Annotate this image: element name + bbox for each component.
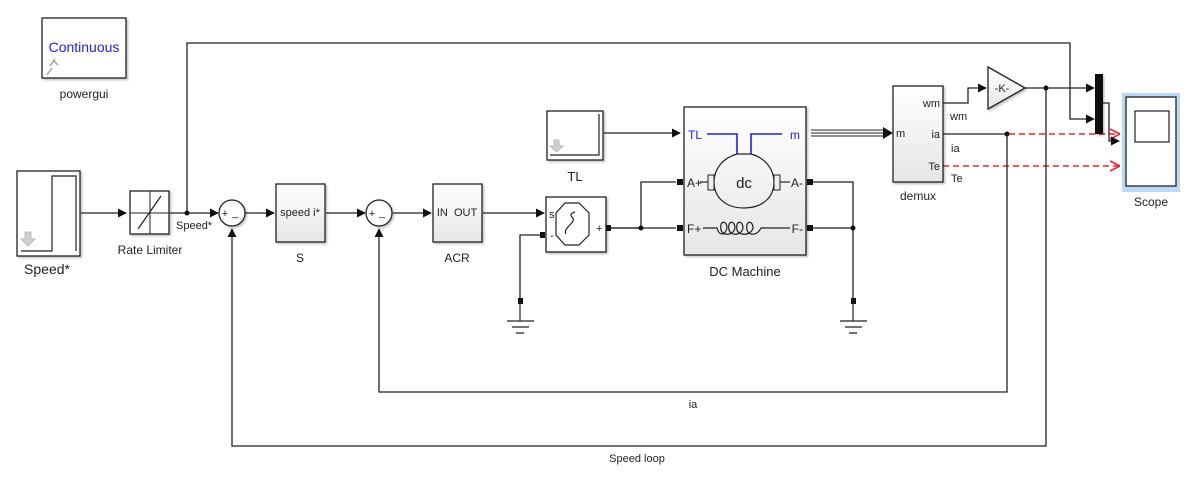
sum2-minus: _ [378, 207, 386, 219]
speed-controller-label: S [296, 251, 304, 265]
controlled-voltage-source-block[interactable]: s - + [540, 196, 611, 253]
step-icon [550, 114, 600, 156]
powergui-block[interactable]: Continuous powergui [41, 17, 127, 101]
field-coil-icon [703, 221, 790, 235]
branch-point [184, 210, 190, 216]
ground-left[interactable] [507, 298, 534, 334]
sum2-block[interactable]: + _ [365, 199, 393, 227]
speed-controller-text: speed i* [280, 207, 320, 219]
wire-mux-scope[interactable] [1103, 102, 1120, 146]
signal-label-ia-feedback: ia [689, 399, 698, 411]
signal-label-te: Te [951, 173, 963, 185]
wire-wm-gain[interactable] [943, 83, 987, 104]
sum2-plus: + [369, 208, 375, 220]
signal-label-ia: ia [951, 143, 960, 155]
port-connector[interactable] [606, 225, 611, 231]
acr-block[interactable]: IN OUT ACR [432, 183, 483, 265]
demux-out-wm: wm [922, 98, 940, 110]
wire-speed-loop[interactable] [227, 88, 1047, 447]
wire-speedref-to-mux[interactable] [186, 42, 1095, 213]
gain-block[interactable]: -K- [987, 65, 1027, 111]
port-connector[interactable] [677, 225, 683, 231]
dc-port-tl: TL [688, 128, 702, 142]
signal-label-wm: wm [949, 111, 967, 123]
arrow-down-icon [20, 231, 36, 247]
acr-text: IN OUT [437, 207, 478, 219]
ground-right[interactable] [840, 298, 867, 334]
source-port-minus: - [550, 230, 554, 242]
dc-port-a-plus: A+ [687, 176, 702, 190]
ramp-icon [137, 195, 162, 230]
wire-source-minus-ground[interactable] [519, 234, 540, 298]
arrow-down-icon [548, 139, 565, 153]
tl-source-label: TL [567, 169, 582, 184]
signal-label-speed-loop: Speed loop [609, 453, 665, 465]
speed-controller-block[interactable]: speed i* S [275, 183, 326, 265]
powergui-label: powergui [60, 87, 109, 101]
mux-block[interactable] [1095, 74, 1103, 134]
speed-ref-step-block[interactable]: Speed* [16, 170, 81, 277]
dc-machine-label: DC Machine [709, 264, 781, 279]
dc-port-m: m [790, 128, 800, 142]
branch-point [850, 225, 856, 231]
wire-ia-feedback[interactable] [374, 134, 1008, 393]
gain-text: -K- [995, 83, 1010, 95]
dc-port-f-plus: F+ [687, 222, 701, 236]
dc-core-text: dc [736, 175, 752, 192]
sine-icon [564, 211, 576, 235]
branch-point [1043, 85, 1049, 91]
powergui-mode: Continuous [49, 39, 120, 55]
scope-block[interactable]: Scope [1122, 93, 1180, 209]
signal-label-speed-ref: Speed* [176, 220, 213, 232]
wire-source-a-plus[interactable] [607, 181, 676, 229]
sum1-block[interactable]: + _ [218, 199, 246, 227]
port-connector[interactable] [807, 225, 813, 231]
step-icon [21, 175, 77, 252]
motor-icon [713, 153, 775, 209]
sum1-plus: + [222, 208, 228, 220]
source-port-s: s [549, 209, 555, 221]
branch-point [638, 225, 644, 231]
demux-block[interactable]: m wm ia Te demux [892, 85, 944, 203]
source-port-plus: + [596, 223, 602, 235]
port-connector[interactable] [540, 232, 545, 238]
rate-limiter-block[interactable]: Rate Limiter [118, 190, 183, 257]
bus-m-demux[interactable] [811, 127, 893, 139]
dc-port-f-minus: F- [792, 222, 803, 236]
wires [81, 42, 1120, 447]
acr-label: ACR [444, 251, 470, 265]
dc-machine-block[interactable]: TL m dc A+ A- F+ F- DC Machine [677, 106, 813, 279]
demux-out-te: Te [928, 161, 940, 173]
demux-in-m: m [896, 128, 905, 140]
demux-out-ia: ia [931, 129, 940, 141]
speed-ref-label: Speed* [24, 261, 70, 277]
dc-port-a-minus: A- [791, 176, 803, 190]
scope-screen-icon [1134, 110, 1170, 143]
source-octagon-icon [555, 202, 590, 246]
port-connector[interactable] [677, 179, 683, 185]
scope-label: Scope [1134, 195, 1168, 209]
rate-limiter-label: Rate Limiter [118, 243, 183, 257]
link-icon [46, 58, 59, 76]
wire-a-minus-ground[interactable] [812, 181, 854, 298]
sum1-minus: _ [231, 207, 239, 219]
port-connector[interactable] [807, 179, 813, 185]
demux-label: demux [900, 189, 936, 203]
tl-source-block[interactable]: TL [546, 110, 604, 184]
